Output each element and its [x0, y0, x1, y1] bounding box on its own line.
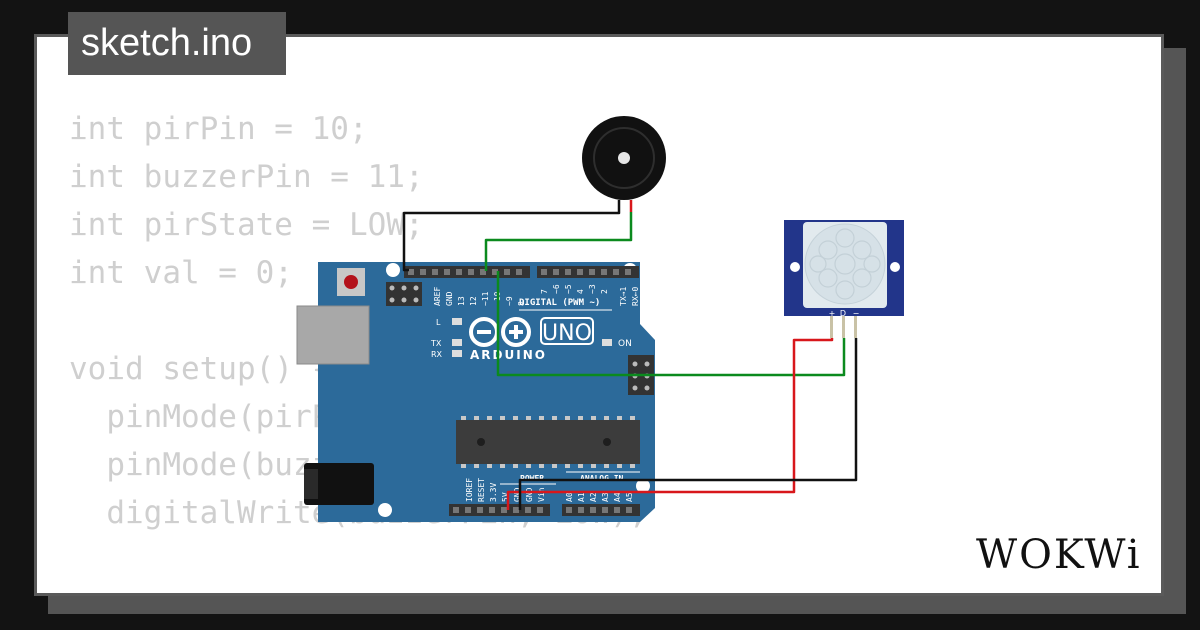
- arduino-uno-board[interactable]: AREF GND 13 12 ~11 ~10 ~9 8 7 ~6 ~5 4 ~3…: [296, 262, 655, 522]
- icsp-header: [386, 282, 422, 306]
- pir-dome: [804, 223, 886, 305]
- led-tx-label: TX: [430, 339, 442, 348]
- pir-pin-d: [842, 316, 845, 338]
- pin-label: GND: [525, 487, 534, 502]
- pir-pin-plus-label: +: [829, 309, 836, 318]
- pin-label: GND: [445, 291, 454, 306]
- wire-buzzer-signal[interactable]: [484, 212, 633, 271]
- pin-label: ~5: [564, 284, 573, 294]
- pin-label: ~11: [481, 291, 490, 306]
- pir-pin-minus: [854, 316, 857, 338]
- pin-label: A3: [601, 492, 610, 502]
- pin-label: Vin: [537, 487, 546, 502]
- code-line: int val = 0;: [69, 255, 293, 291]
- pin-label: 13: [457, 296, 466, 306]
- pin-label: AREF: [433, 287, 442, 306]
- piezo-buzzer[interactable]: [582, 116, 666, 200]
- uno-box: [540, 317, 594, 345]
- pin-label: A1: [577, 492, 586, 502]
- pin-label: 12: [469, 296, 478, 306]
- analog-pin-labels: A0 A1 A2 A3 A4 A5: [565, 492, 634, 502]
- pin-label: 5V: [501, 492, 510, 502]
- pir-pin-plus: [830, 316, 833, 338]
- pir-pin-minus-label: −: [853, 309, 860, 318]
- led-l-label: L: [436, 318, 441, 327]
- power-header: [449, 504, 550, 516]
- pin-label: ~9: [505, 296, 514, 306]
- mounting-hole: [378, 503, 392, 517]
- led-tx: [452, 339, 462, 346]
- mounting-hole: [790, 262, 800, 272]
- pir-motion-sensor[interactable]: + D −: [784, 220, 904, 338]
- mounting-hole: [890, 262, 900, 272]
- buzzer-hole: [618, 152, 630, 164]
- analog-header: [562, 504, 640, 516]
- code-line: int pirState = LOW;: [69, 207, 424, 243]
- pin-label: ~3: [588, 284, 597, 294]
- digital-header-left: [404, 266, 530, 278]
- code-line: int buzzerPin = 11;: [69, 159, 424, 195]
- pir-pin-d-label: D: [840, 309, 846, 318]
- pin-label: A2: [589, 492, 598, 502]
- pin-label: RESET: [477, 478, 486, 502]
- filename-tab[interactable]: sketch.ino: [68, 12, 286, 75]
- pin-label: A0: [565, 492, 574, 502]
- led-rx: [452, 350, 462, 357]
- pin-label: GND: [513, 487, 522, 502]
- buzzer-ring: [593, 127, 655, 189]
- pin-label: 2: [600, 289, 609, 294]
- board-brand: ARDUINO: [470, 348, 547, 362]
- board-model: UNO: [542, 321, 592, 346]
- pin-label: RX←0: [631, 287, 640, 306]
- led-on: [602, 339, 612, 346]
- power-jack: [304, 463, 374, 505]
- digital-label: DIGITAL (PWM ~): [519, 298, 600, 308]
- pin-label: 4: [576, 289, 585, 294]
- power-pin-labels: IOREF RESET 3.3V 5V GND GND Vin: [465, 478, 546, 502]
- mounting-hole: [386, 263, 400, 277]
- led-on-label: ON: [618, 339, 632, 349]
- code-line: Serial.begin(9600);: [69, 585, 648, 593]
- pin-label: TX→1: [619, 287, 628, 306]
- analog-label: ANALOG IN: [580, 474, 624, 483]
- power-label: POWER: [520, 474, 544, 483]
- digital-header-right: [537, 266, 639, 278]
- pin-label: 8: [517, 301, 526, 306]
- wire-buzzer-gnd[interactable]: [402, 200, 621, 272]
- pin-label: A5: [625, 492, 634, 502]
- wire-pir-signal[interactable]: [496, 271, 846, 377]
- power-jack-tip: [304, 469, 318, 499]
- reset-button-cap[interactable]: [344, 275, 358, 289]
- pir-dome-facets: [809, 228, 881, 300]
- code-line: int pirPin = 10;: [69, 111, 368, 147]
- led-l: [452, 318, 462, 325]
- led-rx-label: RX: [431, 350, 443, 359]
- wire-pir-gnd[interactable]: [518, 338, 858, 510]
- wokwi-logo-text: WOKWi: [976, 532, 1142, 576]
- wires: [402, 200, 858, 510]
- pin-label: A4: [613, 492, 622, 502]
- wokwi-logo: WOKWi: [976, 532, 1142, 576]
- pin-label: ~6: [552, 284, 561, 294]
- mounting-hole: [636, 479, 650, 493]
- wire-pir-vcc[interactable]: [506, 338, 834, 510]
- pin-label: IOREF: [465, 478, 474, 502]
- pin-label: 3.3V: [489, 483, 498, 502]
- usb-port: [296, 305, 370, 365]
- pin-label: 7: [540, 289, 549, 294]
- atmega-chip: [456, 416, 640, 468]
